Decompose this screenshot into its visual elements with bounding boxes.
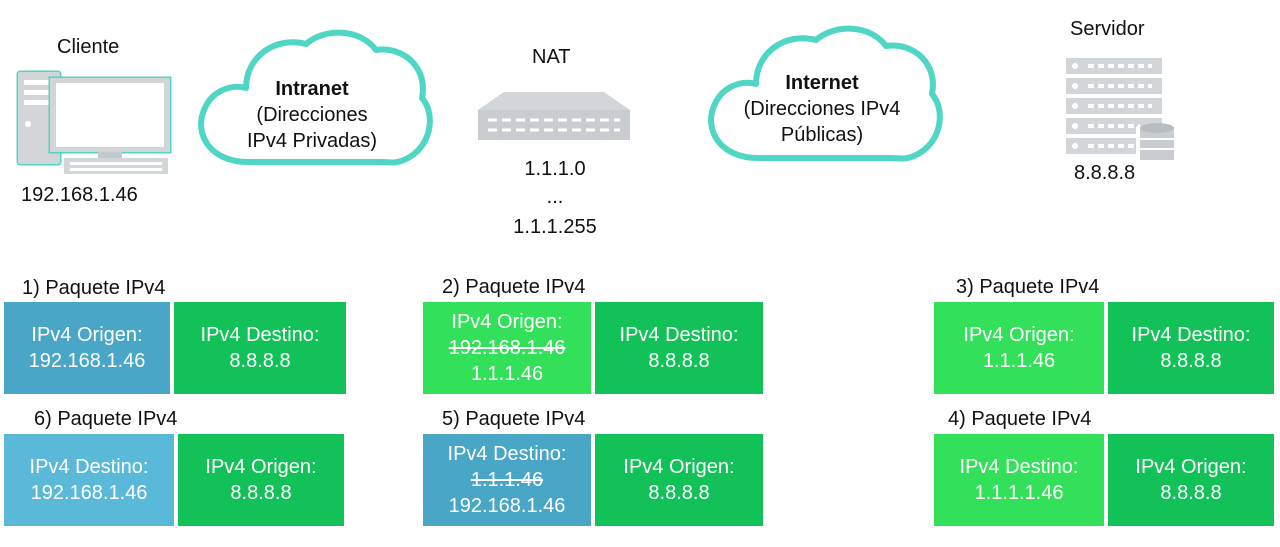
cliente-label: Cliente (57, 36, 120, 58)
packet-1-title: 1) Paquete IPv4 (22, 277, 166, 299)
packet-2-destination: IPv4 Destino: 8.8.8.8 (595, 302, 763, 394)
desktop-computer-icon (16, 70, 172, 174)
nat-ip-start: 1.1.1.0 (524, 158, 586, 180)
nat-ip-ellipsis: ... (546, 186, 564, 208)
internet-cloud-text: Internet (Direcciones IPv4 Públicas) (722, 70, 922, 148)
packet-3-destination: IPv4 Destino: 8.8.8.8 (1108, 302, 1274, 394)
nat-ip-end: 1.1.1.255 (513, 216, 597, 238)
intranet-title: Intranet (275, 78, 349, 100)
intranet-line2: IPv4 Privadas) (246, 130, 378, 152)
packet-5-title: 5) Paquete IPv4 (442, 408, 586, 430)
packet-4-origin: IPv4 Origen: 8.8.8.8 (1108, 434, 1274, 526)
packet-5-destination: IPv4 Destino: 1.1.1.46 192.168.1.46 (423, 434, 591, 526)
packet-3-title: 3) Paquete IPv4 (956, 276, 1100, 298)
packet-6-destination: IPv4 Destino: 192.168.1.46 (4, 434, 174, 526)
packet-4-destination: IPv4 Destino: 1.1.1.1.46 (934, 434, 1104, 526)
server-database-icon (1066, 58, 1176, 160)
packet-3-origin: IPv4 Origen: 1.1.1.46 (934, 302, 1104, 394)
internet-title: Internet (785, 72, 859, 94)
packet-2-title: 2) Paquete IPv4 (442, 276, 586, 298)
packet-1-destination: IPv4 Destino: 8.8.8.8 (174, 302, 346, 394)
packet-6-origin: IPv4 Origen: 8.8.8.8 (178, 434, 344, 526)
nat-router-icon (478, 92, 630, 140)
packet-6-title: 6) Paquete IPv4 (34, 408, 178, 430)
packet-2-old-origin: 192.168.1.46 (448, 337, 566, 359)
packet-5-old-destination: 1.1.1.46 (470, 469, 544, 491)
internet-line2: Públicas) (780, 124, 864, 146)
intranet-cloud-icon (198, 29, 433, 166)
packet-5-origin: IPv4 Origen: 8.8.8.8 (595, 434, 763, 526)
servidor-ip: 8.8.8.8 (1074, 162, 1136, 184)
servidor-label: Servidor (1070, 18, 1145, 40)
packet-1-origin: IPv4 Origen: 192.168.1.46 (4, 302, 170, 394)
internet-cloud-icon (708, 25, 943, 162)
cliente-ip: 192.168.1.46 (21, 184, 138, 206)
intranet-line1: (Direcciones (256, 104, 368, 126)
nat-label: NAT (532, 46, 571, 68)
intranet-cloud-text: Intranet (Direcciones IPv4 Privadas) (222, 76, 402, 154)
packet-4-title: 4) Paquete IPv4 (948, 408, 1092, 430)
internet-line1: (Direcciones IPv4 (743, 98, 901, 120)
packet-2-origin: IPv4 Origen: 192.168.1.46 1.1.1.46 (423, 302, 591, 394)
